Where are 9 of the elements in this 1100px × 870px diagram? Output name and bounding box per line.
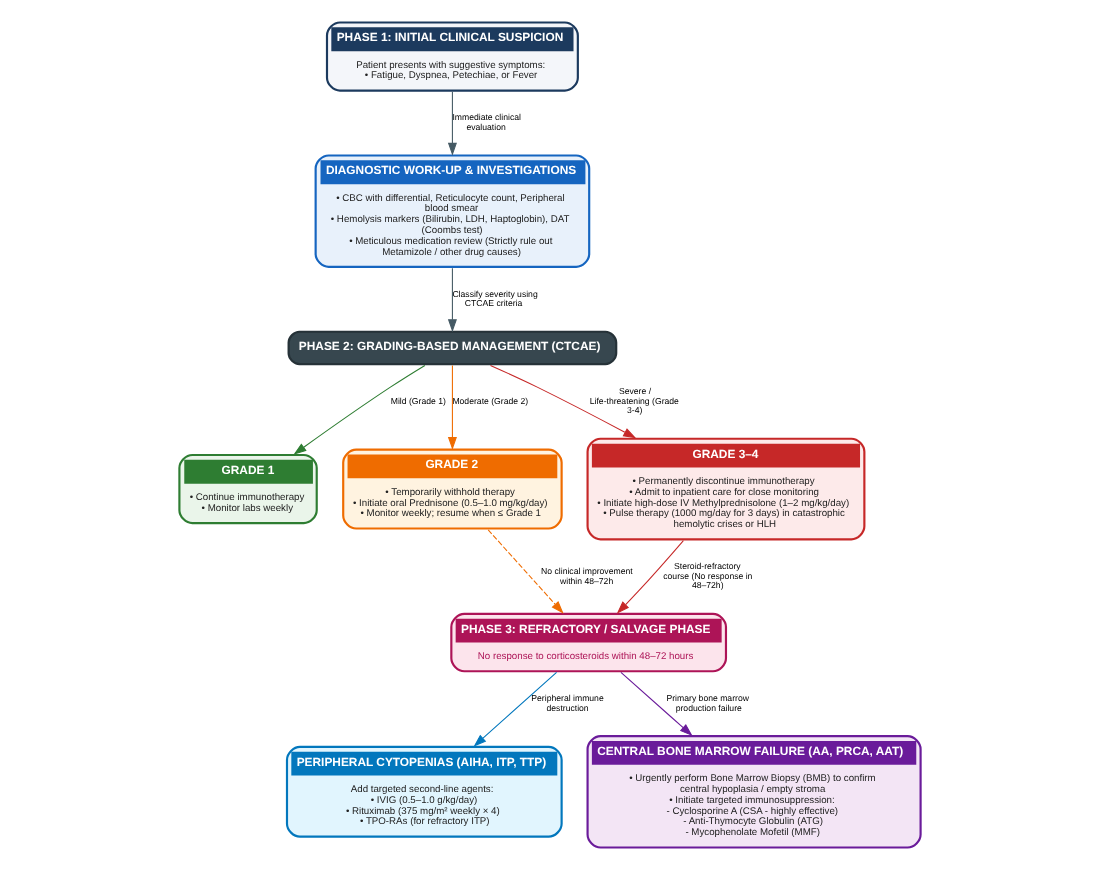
arrow <box>473 671 558 747</box>
arrow <box>447 365 457 450</box>
arrow <box>487 529 564 614</box>
arrow <box>489 364 637 439</box>
arrow <box>447 91 457 156</box>
arrow <box>616 540 684 614</box>
arrow <box>447 267 457 333</box>
arrow <box>620 671 693 737</box>
arrow <box>293 364 426 455</box>
